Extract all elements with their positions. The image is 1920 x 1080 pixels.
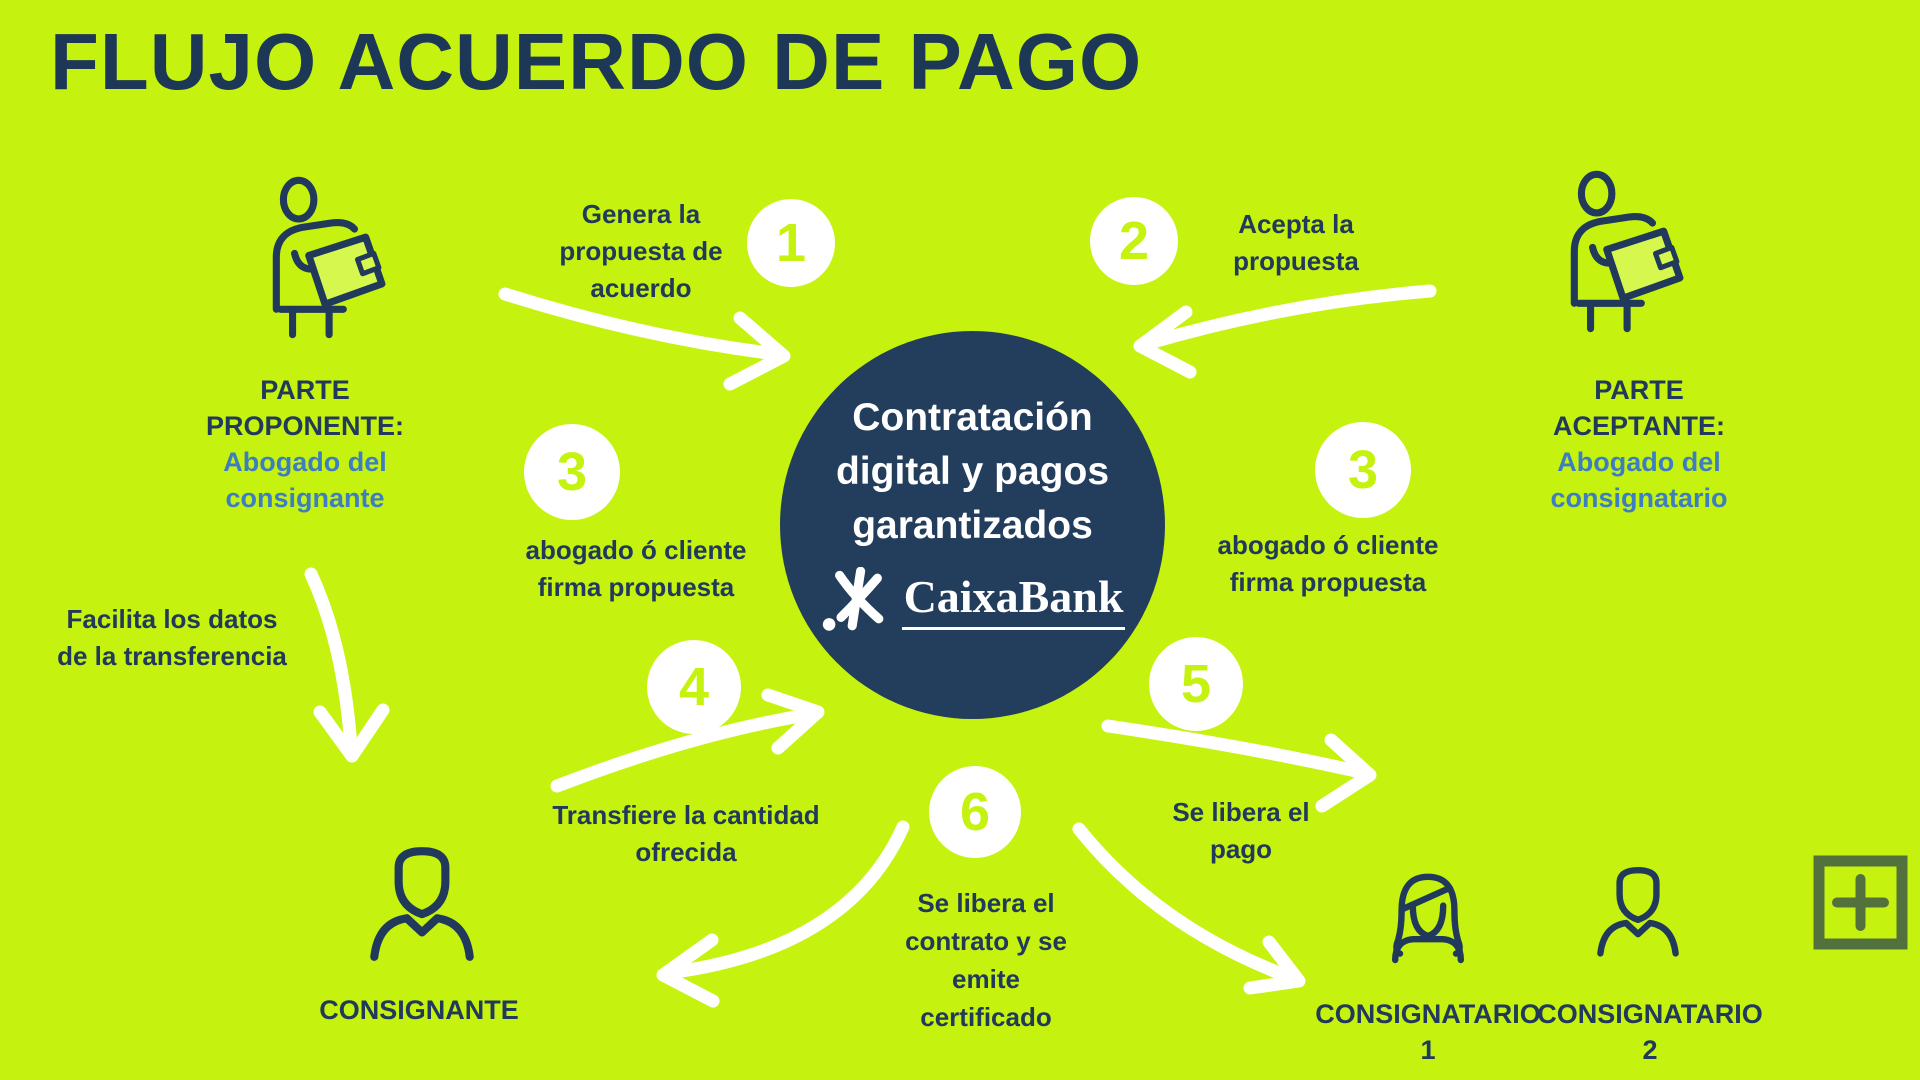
arrow-transfer-note-head	[313, 703, 390, 763]
arrow-step4	[550, 707, 819, 793]
caixabank-wordmark: CaixaBank	[901, 574, 1126, 630]
step-6-number: 6	[959, 782, 991, 842]
step-1-number: 1	[775, 213, 807, 273]
party-consignatario2-label: CONSIGNATARIO	[1537, 999, 1763, 1029]
center-ellipse: Contratación digital y pagos garantizado…	[780, 331, 1165, 719]
male-bust-icon	[1597, 867, 1679, 957]
arrow-step5-head	[1315, 733, 1377, 813]
arrow-step2	[1139, 284, 1437, 351]
role-aceptante: PARTE ACEPTANTE: Abogado del consignatar…	[1550, 372, 1727, 516]
step-6-label: Se libera el contrato y se emite certifi…	[905, 888, 1067, 1032]
step-5-badge: 5	[1149, 637, 1243, 731]
arrow-step1	[498, 287, 783, 361]
step-3-left-label: abogado ó cliente firma propuesta	[525, 535, 747, 602]
person-with-tablet-icon	[272, 176, 386, 339]
role-aceptante-title: PARTE ACEPTANTE:	[1553, 375, 1725, 441]
step-2-number: 2	[1118, 211, 1150, 271]
step-2-label: Acepta la propuesta	[1233, 209, 1359, 276]
step-6-badge: 6	[929, 766, 1021, 858]
center-heading: Contratación digital y pagos garantizado…	[835, 396, 1110, 547]
arrow-transfer-note	[304, 567, 358, 755]
step-3-left-badge: 3	[524, 424, 620, 520]
role-proponente: PARTE PROPONENTE: Abogado del consignant…	[206, 372, 404, 516]
person-with-tablet-icon	[1570, 170, 1684, 333]
role-proponente-title: PARTE PROPONENTE:	[205, 375, 405, 441]
party-consignatario2-number: 2	[1642, 1035, 1658, 1065]
arrow-step4-head	[761, 688, 825, 755]
step-3-right-number: 3	[1347, 440, 1379, 500]
step-1-label: Genera la propuesta de acuerdo	[559, 199, 723, 303]
plus-square-icon[interactable]	[1813, 855, 1908, 950]
party-consignatario2: CONSIGNATARIO 2	[1537, 996, 1763, 1068]
transfer-note-label: Facilita los datos de la transferencia	[57, 604, 287, 671]
arrow-step5	[1101, 719, 1372, 780]
step-4-label: Transfiere la cantidad ofrecida	[552, 800, 820, 867]
step-2-badge: 2	[1090, 197, 1178, 285]
step-5-number: 5	[1180, 654, 1212, 714]
arrow-step1-head	[723, 311, 791, 391]
step-5-label: Se libera el pago	[1172, 797, 1310, 864]
role-proponente-subtitle: Abogado del consignante	[223, 447, 387, 513]
step-3-right-badge: 3	[1315, 422, 1411, 518]
arrow-step6-left-head	[656, 933, 720, 1008]
step-4-badge: 4	[647, 640, 741, 734]
step-3-left-number: 3	[556, 442, 588, 502]
female-bust-icon	[1392, 873, 1464, 964]
step-4-number: 4	[678, 657, 710, 717]
step-3-right-label: abogado ó cliente firma propuesta	[1217, 530, 1439, 597]
party-consignatario1-label: CONSIGNATARIO	[1315, 999, 1541, 1029]
arrow-step6-right	[1072, 822, 1302, 986]
caixabank-logo: CaixaBank	[780, 567, 1165, 637]
step-1-badge: 1	[747, 199, 835, 287]
arrow-step2-head	[1133, 305, 1197, 379]
arrow-step6-right-head	[1243, 935, 1306, 995]
party-consignatario1-number: 1	[1420, 1035, 1436, 1065]
role-aceptante-subtitle: Abogado del consignatario	[1550, 447, 1728, 513]
arrow-step6-left	[661, 820, 910, 980]
caixabank-star-icon	[822, 567, 883, 631]
party-consignante-label: CONSIGNANTE	[319, 995, 519, 1025]
page-title: FLUJO ACUERDO DE PAGO	[50, 17, 1143, 106]
party-consignatario1: CONSIGNATARIO 1	[1315, 996, 1541, 1068]
male-bust-icon	[370, 847, 474, 961]
